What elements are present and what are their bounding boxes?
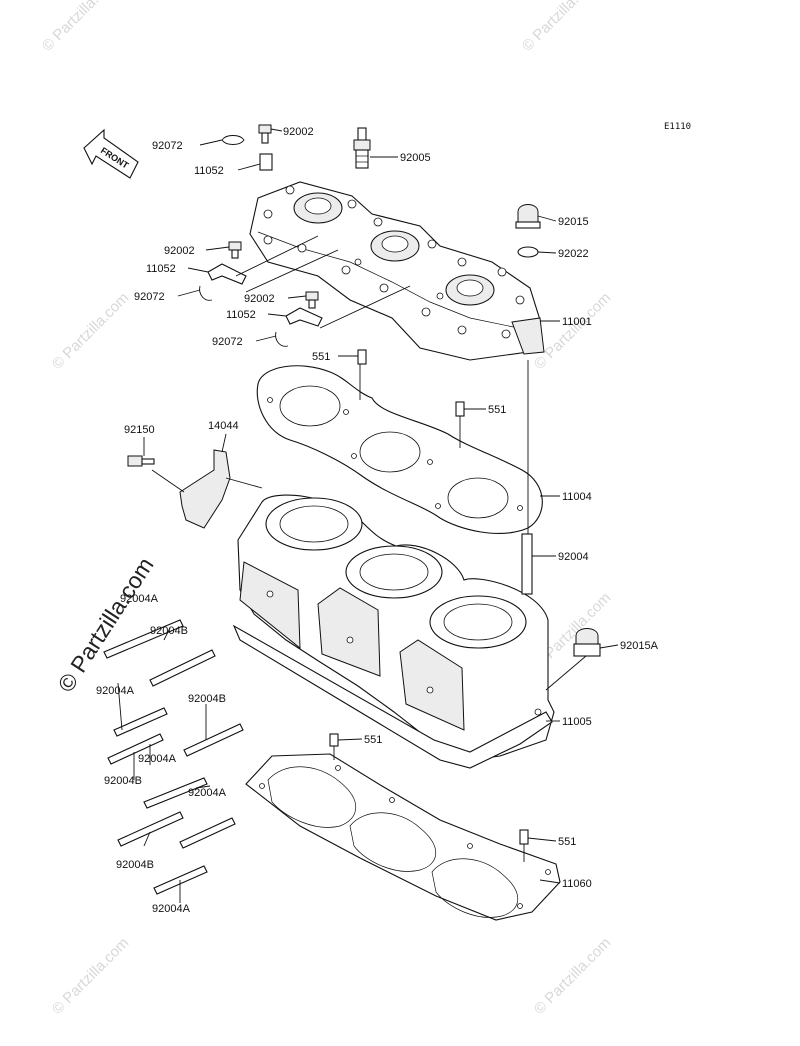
label-92004a-5: 92004A <box>152 903 191 915</box>
diagram-code: E1110 <box>664 122 691 132</box>
studs <box>103 619 244 895</box>
head-gasket <box>256 365 543 534</box>
label-92150: 92150 <box>124 424 155 436</box>
washer-92022 <box>517 246 539 258</box>
bolt-92002-left <box>228 241 242 259</box>
label-92015a: 92015A <box>620 640 659 652</box>
clamp-11052-mid <box>285 307 323 327</box>
label-92002-left: 92002 <box>164 245 195 257</box>
label-92004b-2: 92004B <box>188 693 226 705</box>
base-gasket <box>245 753 561 921</box>
watermark-mr: © Partzilla.com <box>531 289 614 372</box>
clip-92072-left <box>199 285 213 301</box>
label-92004b-4: 92004B <box>116 859 154 871</box>
label-92004a-1: 92004A <box>120 593 159 605</box>
label-92072-top: 92072 <box>152 140 183 152</box>
label-92004b-1: 92004B <box>150 625 188 637</box>
cap-nut-92015 <box>515 204 541 229</box>
label-92004: 92004 <box>558 551 589 563</box>
label-11052-mid: 11052 <box>226 309 256 321</box>
label-11060: 11060 <box>562 878 592 890</box>
clamp-11052-left <box>207 263 247 285</box>
dowel-551-a <box>357 349 367 365</box>
watermark-tl: © Partzilla.com <box>39 0 122 55</box>
bolt-92150 <box>127 455 155 467</box>
leader-lines <box>117 128 619 903</box>
label-551-a: 551 <box>312 351 330 363</box>
dowel-551-b <box>455 401 465 417</box>
cylinder-block <box>232 494 555 769</box>
label-551-c: 551 <box>364 734 382 746</box>
label-11001: 11001 <box>562 316 592 328</box>
label-11004: 11004 <box>562 491 592 503</box>
label-92015: 92015 <box>558 216 589 228</box>
watermark-ml: © Partzilla.com <box>49 289 132 372</box>
label-11052-left: 11052 <box>146 263 176 275</box>
bolt-92002-top <box>258 124 272 144</box>
bolt-92002-mid <box>305 291 319 309</box>
label-92072-left: 92072 <box>134 291 165 303</box>
label-92004a-3: 92004A <box>138 753 177 765</box>
label-92002-top: 92002 <box>283 126 314 138</box>
label-551-d: 551 <box>558 836 576 848</box>
stud-92004 <box>521 533 533 595</box>
fitting-92005 <box>353 127 371 169</box>
dowel-551-d <box>519 829 529 845</box>
label-11005: 11005 <box>562 716 592 728</box>
label-14044: 14044 <box>208 420 239 432</box>
dowel-551-c <box>329 733 339 747</box>
cylinder-head <box>249 181 545 361</box>
label-92004b-3: 92004B <box>104 775 142 787</box>
bracket-14044 <box>179 449 231 529</box>
label-92022: 92022 <box>558 248 589 260</box>
watermark-main: © Partzilla.com <box>52 553 158 697</box>
label-92004a-2: 92004A <box>96 685 135 697</box>
part-labels: 92072 92002 11052 92005 92015 92022 9200… <box>96 126 659 915</box>
clip-92072-top <box>221 135 245 145</box>
watermark-bl: © Partzilla.com <box>49 934 132 1017</box>
clamp-11052-top <box>259 153 273 171</box>
cap-nut-92015a <box>573 628 601 657</box>
label-92005: 92005 <box>400 152 431 164</box>
label-92004a-4: 92004A <box>188 787 227 799</box>
front-arrow-icon: FRONT <box>83 128 139 179</box>
watermark-br: © Partzilla.com <box>531 934 614 1017</box>
label-11052-top: 11052 <box>194 165 224 177</box>
watermark-tr: © Partzilla.com <box>519 0 602 55</box>
label-92072-mid: 92072 <box>212 336 243 348</box>
label-92002-mid: 92002 <box>244 293 275 305</box>
label-551-b: 551 <box>488 404 506 416</box>
clip-92072-mid <box>275 331 289 347</box>
